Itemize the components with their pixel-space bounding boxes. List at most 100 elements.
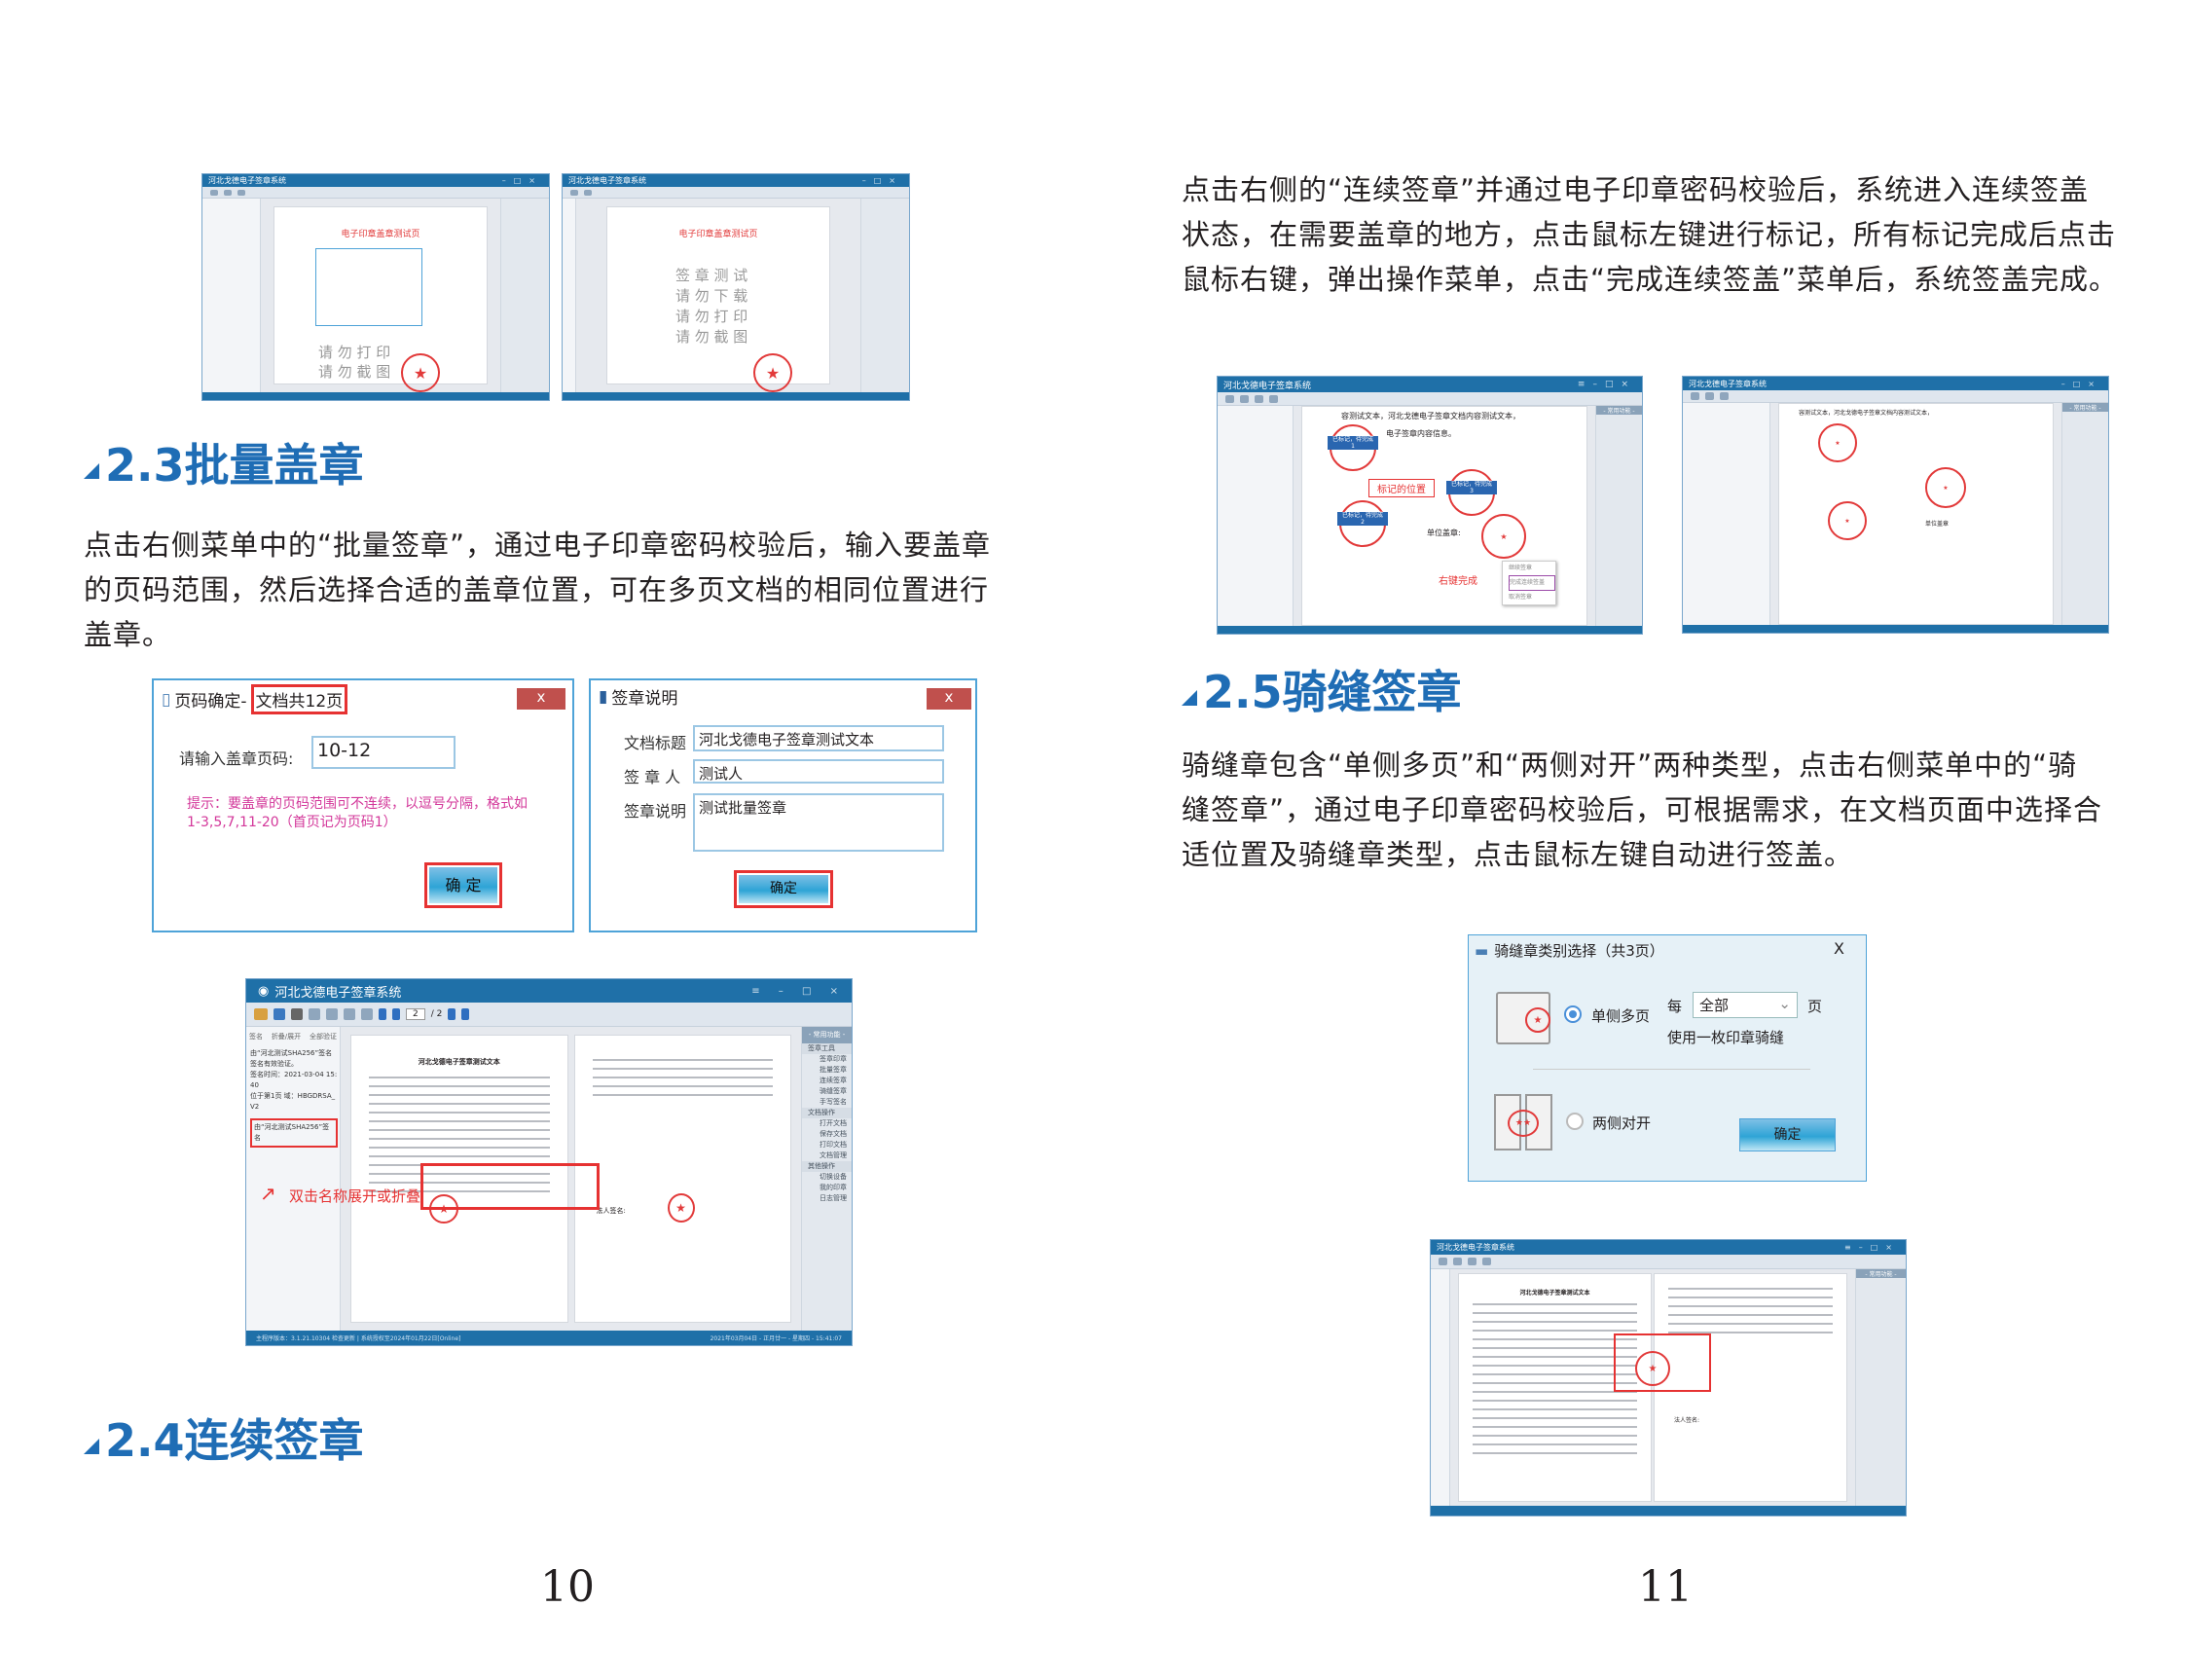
menu-item[interactable]: 骑缝签章 — [820, 1087, 847, 1095]
callout-right-click: 右键完成 — [1439, 576, 1477, 587]
menu-cancel[interactable]: 取消签章 — [1509, 594, 1533, 601]
page-range-input[interactable]: 10-12 — [311, 736, 456, 769]
page-number: 10 — [540, 1562, 595, 1612]
confirm-button[interactable]: 确定 — [1739, 1118, 1836, 1151]
note-text: 使用一枚印章骑缝 — [1667, 1029, 1785, 1046]
menu-item[interactable]: 手写签名 — [820, 1098, 847, 1106]
unit-seal-label: 单位盖章: — [1427, 529, 1461, 537]
menu-item[interactable]: 切换设备 — [820, 1173, 847, 1181]
doc-title: 电子印章盖章测试页 — [678, 230, 758, 239]
doc-title-input[interactable]: 河北戈德电子签章测试文本 — [693, 725, 944, 751]
stamp: ★ — [1481, 514, 1526, 559]
doc-text: 容测试文本，河北戈德电子签章文档内容测试文本， — [1341, 412, 1520, 420]
menu-item[interactable]: 日志管理 — [820, 1194, 847, 1202]
option-two-side-label[interactable]: 两侧对开 — [1592, 1114, 1652, 1132]
dialog-title: 骑缝章类别选择（共3页） — [1494, 942, 1664, 960]
app-title: 河北戈德电子签章系统 — [274, 985, 402, 1001]
menu-continue[interactable]: 继续签章 — [1509, 565, 1533, 571]
section-2-5-text: 骑缝章包含“单侧多页”和“两侧对开”两种类型，点击右侧菜单中的“骑缝签章”，通过… — [1182, 749, 2103, 871]
status-right: 2021年03月04日 - 正月廿一 - 星期四 - 15:41:07 — [710, 1335, 842, 1342]
field-label: 签 章 人 — [624, 768, 681, 786]
prev-page-icon[interactable] — [392, 1008, 400, 1020]
confirm-button[interactable]: 确定 — [734, 870, 833, 908]
app-logo-icon: ◉ — [258, 983, 270, 999]
section-heading-2-4: 2.4连续签章 — [84, 1406, 364, 1470]
signature-item[interactable]: 由“河北测试SHA256”签名 — [250, 1049, 333, 1057]
next-page-icon[interactable] — [448, 1008, 456, 1020]
doc-text: 请 勿 打 印 — [675, 308, 748, 325]
batch-dialog-mini — [315, 248, 422, 326]
app-window-batch-result: ◉河北戈德电子签章系统≡ – □ × 2/ 2 签名折叠/展开全部验证 由“河北… — [245, 978, 853, 1346]
single-side-icon: ★ — [1496, 992, 1550, 1044]
option-single-side-label[interactable]: 单侧多页 — [1591, 1007, 1651, 1025]
tab-collapse[interactable]: 折叠/展开 — [271, 1033, 302, 1041]
group-header[interactable]: 文档操作 — [802, 1108, 852, 1118]
doc-title: 电子印章盖章测试页 — [341, 230, 420, 239]
seal-icon: ▬ — [1475, 941, 1489, 960]
signer-label: 法人签名: — [1674, 1417, 1700, 1424]
sig-detail: 签名时间：2021-03-04 15:40 — [250, 1071, 338, 1089]
menu-item[interactable]: 我的印章 — [820, 1184, 847, 1191]
panel-header: - 常用功能 - — [802, 1027, 852, 1043]
every-label: 每 — [1667, 998, 1683, 1015]
radio-two-side[interactable] — [1566, 1113, 1584, 1130]
doc-text: 请 勿 下 载 — [675, 287, 748, 305]
screenshot-batch-seal-result: 河北戈德电子签章系统–□× 电子印章盖章测试页 签 章 测 试 请 勿 下 载 … — [562, 173, 910, 401]
signature-description-dialog: ▮签章说明 x 文档标题 河北戈德电子签章测试文本 签 章 人 测试人 签章说明… — [589, 678, 977, 932]
close-button[interactable]: X — [1834, 939, 1844, 958]
signature-list: 由“河北测试SHA256”签名 签名有效验证。 签名时间：2021-03-04 … — [250, 1048, 338, 1148]
group-header[interactable]: 其他操作 — [802, 1161, 852, 1172]
two-side-icon: ★★ — [1494, 1094, 1552, 1150]
menu-item[interactable]: 连续签章 — [820, 1077, 847, 1084]
radio-single-side[interactable] — [1564, 1005, 1582, 1023]
document-page-1: 河北戈德电子签章测试文本 ★ — [350, 1035, 568, 1323]
app-title: 河北戈德电子签章系统 — [1223, 381, 1312, 391]
page-range-dialog: ▯页码确定-文档共12页 x 请输入盖章页码: 10-12 提示：要盖章的页码范… — [152, 678, 574, 932]
menu-item[interactable]: 保存文档 — [820, 1130, 847, 1138]
page-input[interactable]: 2 — [406, 1008, 425, 1020]
page-input-label: 请输入盖章页码: — [179, 749, 294, 768]
menu-item[interactable]: 打印文档 — [820, 1141, 847, 1149]
dialog-title: 签章说明 — [611, 689, 678, 709]
callout-mark-position: 标记的位置 — [1368, 479, 1435, 497]
stamp: ★ — [1925, 467, 1966, 508]
highlight-box — [420, 1163, 600, 1210]
document-icon: ▮ — [599, 686, 608, 707]
stamp: ★ — [753, 353, 792, 392]
highlight-box: 由“河北测试SHA256”签名 — [250, 1118, 338, 1148]
menu-item[interactable]: 打开文档 — [820, 1119, 847, 1127]
section-heading-2-5: 2.5骑缝签章 — [1182, 657, 1462, 721]
doc-text: 请 勿 截 图 — [675, 328, 748, 346]
dialog-title: 页码确定- — [174, 692, 247, 712]
doc-text: 签 章 测 试 — [675, 267, 748, 284]
close-button[interactable]: x — [517, 688, 565, 710]
confirm-button[interactable]: 确 定 — [424, 862, 502, 908]
pages-select[interactable]: 全部⌄ — [1693, 992, 1798, 1018]
stamp: ★ — [401, 353, 440, 392]
signer-input[interactable]: 测试人 — [693, 759, 944, 784]
section-2-3-text: 点击右侧菜单中的“批量签章”，通过电子印章密码校验后，输入要盖章的页码范围，然后… — [84, 529, 992, 651]
tab-signature[interactable]: 签名 — [249, 1033, 263, 1041]
tab-verify-all[interactable]: 全部验证 — [309, 1033, 337, 1041]
group-header[interactable]: 签章工具 — [802, 1043, 852, 1054]
description-textarea[interactable]: 测试批量签章 — [693, 793, 944, 852]
menu-item[interactable]: 签章印章 — [820, 1055, 847, 1063]
signature-item[interactable]: 由“河北测试SHA256”签名 — [254, 1123, 330, 1142]
last-page-icon[interactable] — [461, 1008, 470, 1020]
chevron-down-icon: ⌄ — [1778, 995, 1791, 1012]
menu-item[interactable]: 文档管理 — [820, 1151, 847, 1159]
first-page-icon[interactable] — [379, 1008, 386, 1020]
doc-heading: 河北戈德电子签章测试文本 — [1519, 1290, 1590, 1297]
doc-heading: 河北戈德电子签章测试文本 — [418, 1058, 500, 1066]
menu-item-batch-seal[interactable]: 批量签章 — [820, 1066, 847, 1074]
annotation-text: 双击名称展开或折叠 — [289, 1187, 421, 1205]
page-number: 11 — [1638, 1562, 1693, 1612]
app-title: 河北戈德电子签章系统 — [208, 176, 286, 185]
menu-finish-continuous[interactable]: 完成连续签盖 — [1509, 575, 1555, 591]
app-window-seam-result: 河北戈德电子签章系统≡–□× 河北戈德电子签章测试文本 法人签名: ★ - 常用… — [1430, 1239, 1907, 1516]
seam-seal-type-dialog: ▬骑缝章类别选择（共3页） X ★ 单侧多页 每 全部⌄ 页 使用一枚印章骑缝 … — [1468, 934, 1867, 1182]
close-button[interactable]: x — [927, 688, 971, 710]
divider — [1533, 1069, 1810, 1070]
stamp: ★ — [667, 1193, 695, 1223]
